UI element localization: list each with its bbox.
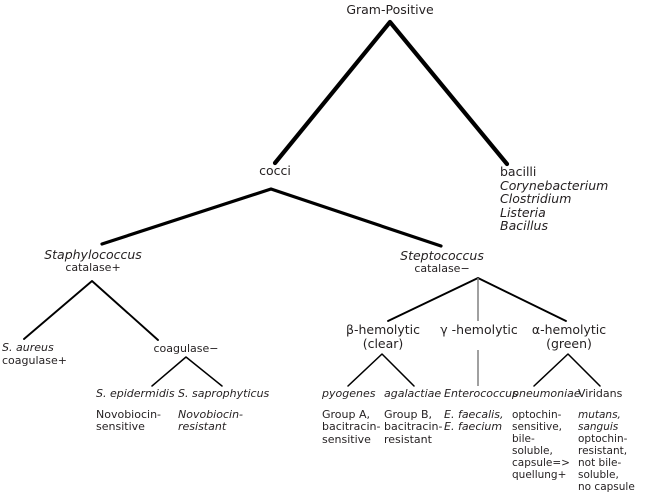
pneumoniae-species: pneumoniae bbox=[512, 387, 581, 400]
cocci-label: cocci bbox=[259, 163, 291, 178]
beta-hemolytic-qualifier: (clear) bbox=[362, 335, 404, 351]
node-cocci: cocci bbox=[227, 164, 323, 178]
enterococcus-trait-2: E. faecium bbox=[444, 420, 503, 433]
viridans-trait-4: no capsule bbox=[578, 480, 635, 493]
edge-cocci-to-genus bbox=[100, 187, 443, 248]
s-aureus-species: S. aureus bbox=[2, 341, 54, 354]
bacilli-label: bacilli bbox=[500, 164, 537, 179]
agalactiae-trait-1: Group B, bbox=[384, 407, 433, 421]
viridans-species: Viridans bbox=[578, 387, 623, 400]
beta-hemolytic-label: β-hemolytic bbox=[345, 322, 421, 337]
viridans-trait-2: resistant, bbox=[578, 444, 628, 457]
streptococcus-test: catalase− bbox=[414, 261, 470, 275]
s-saprophyticus-species: S. saprophyticus bbox=[178, 387, 270, 400]
bacilli-organism-3: Listeria bbox=[500, 204, 546, 220]
node-alpha-hemolytic: α-hemolytic (green) bbox=[518, 323, 620, 350]
streptococcus-genus: Steptococcus bbox=[400, 248, 484, 263]
gram-positive-flowchart: Gram-Positive cocci bacilli Corynebacter… bbox=[2, 3, 650, 493]
pneumoniae-trait-3: bile- bbox=[512, 432, 535, 445]
node-pyogenes: pyogenes Group A, bacitracin- sensitive bbox=[322, 387, 384, 446]
viridans-trait-1: optochin- bbox=[578, 432, 628, 445]
node-bacilli: bacilli Corynebacterium Clostridium List… bbox=[500, 165, 650, 233]
node-pneumoniae: pneumoniae optochin- sensitive, bile- so… bbox=[512, 387, 581, 481]
gamma-hemolytic-label: γ -hemolytic bbox=[440, 322, 518, 337]
pneumoniae-trait-6: quellung+ bbox=[512, 468, 567, 481]
node-s-aureus: S. aureus coagulase+ bbox=[2, 341, 98, 367]
bacilli-organism-4: Bacillus bbox=[500, 218, 548, 233]
bacilli-organism-2: Clostridium bbox=[500, 191, 572, 206]
pneumoniae-trait-4: soluble, bbox=[512, 444, 553, 457]
node-s-saprophyticus: S. saprophyticus Novobiocin- resistant bbox=[178, 387, 274, 434]
s-saprophyticus-trait-line2: resistant bbox=[178, 420, 227, 433]
s-aureus-test: coagulase+ bbox=[2, 353, 67, 367]
viridans-subspecies: mutans, sanguis bbox=[578, 408, 621, 433]
s-saprophyticus-trait-line1: Novobiocin- bbox=[178, 407, 244, 421]
agalactiae-trait-3: resistant bbox=[384, 432, 432, 446]
node-enterococcus: Enterococcus E. faecalis, E. faecium bbox=[444, 387, 518, 434]
pyogenes-trait-3: sensitive bbox=[322, 432, 371, 446]
edge-alpha-split bbox=[533, 353, 601, 387]
pneumoniae-trait-2: sensitive, bbox=[512, 420, 563, 433]
edge-coagulase-negative-split bbox=[151, 356, 223, 387]
pneumoniae-trait-5: capsule=> bbox=[512, 456, 570, 469]
node-staphylococcus: Staphylococcus catalase+ bbox=[22, 248, 164, 274]
node-s-epidermidis: S. epidermidis Novobiocin- sensitive bbox=[96, 387, 178, 434]
s-epidermidis-species: S. epidermidis bbox=[96, 387, 175, 400]
pyogenes-species: pyogenes bbox=[322, 387, 376, 400]
pyogenes-trait-2: bacitracin- bbox=[322, 420, 381, 433]
enterococcus-trait-1: E. faecalis, bbox=[444, 407, 504, 421]
node-agalactiae: agalactiae Group B, bacitracin- resistan… bbox=[384, 387, 450, 446]
alpha-hemolytic-qualifier: (green) bbox=[546, 335, 592, 351]
agalactiae-trait-2: bacitracin- bbox=[384, 420, 443, 433]
node-viridans: Viridans mutans, sanguis optochin- resis… bbox=[578, 387, 660, 493]
agalactiae-species: agalactiae bbox=[384, 387, 442, 400]
node-beta-hemolytic: β-hemolytic (clear) bbox=[332, 323, 434, 350]
viridans-trait-3: not bile-soluble, bbox=[578, 456, 622, 481]
bacilli-organism-1: Corynebacterium bbox=[500, 177, 609, 193]
edge-strep-split-left bbox=[387, 277, 567, 322]
pneumoniae-trait-1: optochin- bbox=[512, 408, 562, 421]
edge-root-to-cocci bbox=[272, 19, 510, 167]
staphylococcus-genus: Staphylococcus bbox=[44, 247, 142, 262]
s-epidermidis-trait-line2: sensitive bbox=[96, 420, 145, 433]
edge-beta-split bbox=[347, 353, 415, 387]
coagulase-negative-label: coagulase− bbox=[153, 342, 219, 355]
pyogenes-trait-1: Group A, bbox=[322, 407, 371, 421]
edge-staph-split bbox=[23, 280, 159, 341]
node-streptococcus: Steptococcus catalase− bbox=[380, 249, 504, 275]
root-label: Gram-Positive bbox=[346, 2, 434, 17]
enterococcus-species: Enterococcus bbox=[444, 387, 518, 400]
s-epidermidis-trait-line1: Novobiocin- bbox=[96, 407, 162, 421]
node-gamma-hemolytic: γ -hemolytic bbox=[428, 323, 530, 337]
staphylococcus-test: catalase+ bbox=[65, 260, 121, 274]
node-coagulase-negative: coagulase− bbox=[136, 342, 236, 356]
node-gram-positive: Gram-Positive bbox=[330, 3, 450, 17]
alpha-hemolytic-label: α-hemolytic bbox=[531, 322, 607, 337]
